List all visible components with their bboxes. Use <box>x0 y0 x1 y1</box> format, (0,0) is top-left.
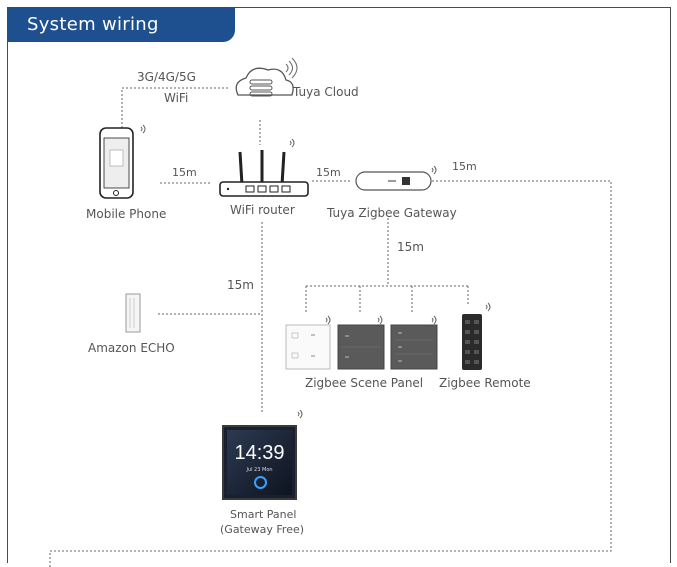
distance-phone-router: 15m <box>172 166 197 179</box>
smart-panel-label: Smart Panel <box>230 508 297 521</box>
wifi-label: WiFi <box>164 91 189 105</box>
scene-panel-label: Zigbee Scene Panel <box>305 376 424 390</box>
panel-voice-icon <box>254 476 267 489</box>
distance-gateway-right: 15m <box>452 160 477 173</box>
network-label: 3G/4G/5G <box>137 70 196 84</box>
diagram-frame <box>7 7 671 563</box>
smart-panel-sublabel: (Gateway Free) <box>220 523 305 536</box>
panel-date: Jul 23 Mon <box>246 467 273 473</box>
diagram-title: System wiring <box>7 7 235 42</box>
scene-panel-grey-1 <box>337 324 385 370</box>
amazon-echo-icon <box>125 293 141 333</box>
gateway-label: Tuya Zigbee Gateway <box>327 206 457 220</box>
distance-router-gateway: 15m <box>316 166 341 179</box>
router-icon <box>219 150 309 197</box>
remote-label: Zigbee Remote <box>439 376 531 390</box>
echo-label: Amazon ECHO <box>88 341 175 355</box>
cloud-label: Tuya Cloud <box>293 85 359 99</box>
zigbee-gateway-icon <box>355 171 432 191</box>
cloud-icon <box>235 67 294 97</box>
zigbee-remote-icon <box>462 314 482 370</box>
scene-panel-white <box>285 324 331 370</box>
smart-panel-device: 14:39 Jul 23 Mon <box>222 425 297 500</box>
mobile-phone-icon <box>99 127 134 199</box>
distance-echo-router: 15m <box>227 278 254 292</box>
distance-gateway-panels: 15m <box>397 240 424 254</box>
scene-panel-grey-2 <box>390 324 438 370</box>
panel-time: 14:39 <box>234 442 285 464</box>
phone-label: Mobile Phone <box>86 207 167 221</box>
router-label: WiFi router <box>230 203 295 217</box>
